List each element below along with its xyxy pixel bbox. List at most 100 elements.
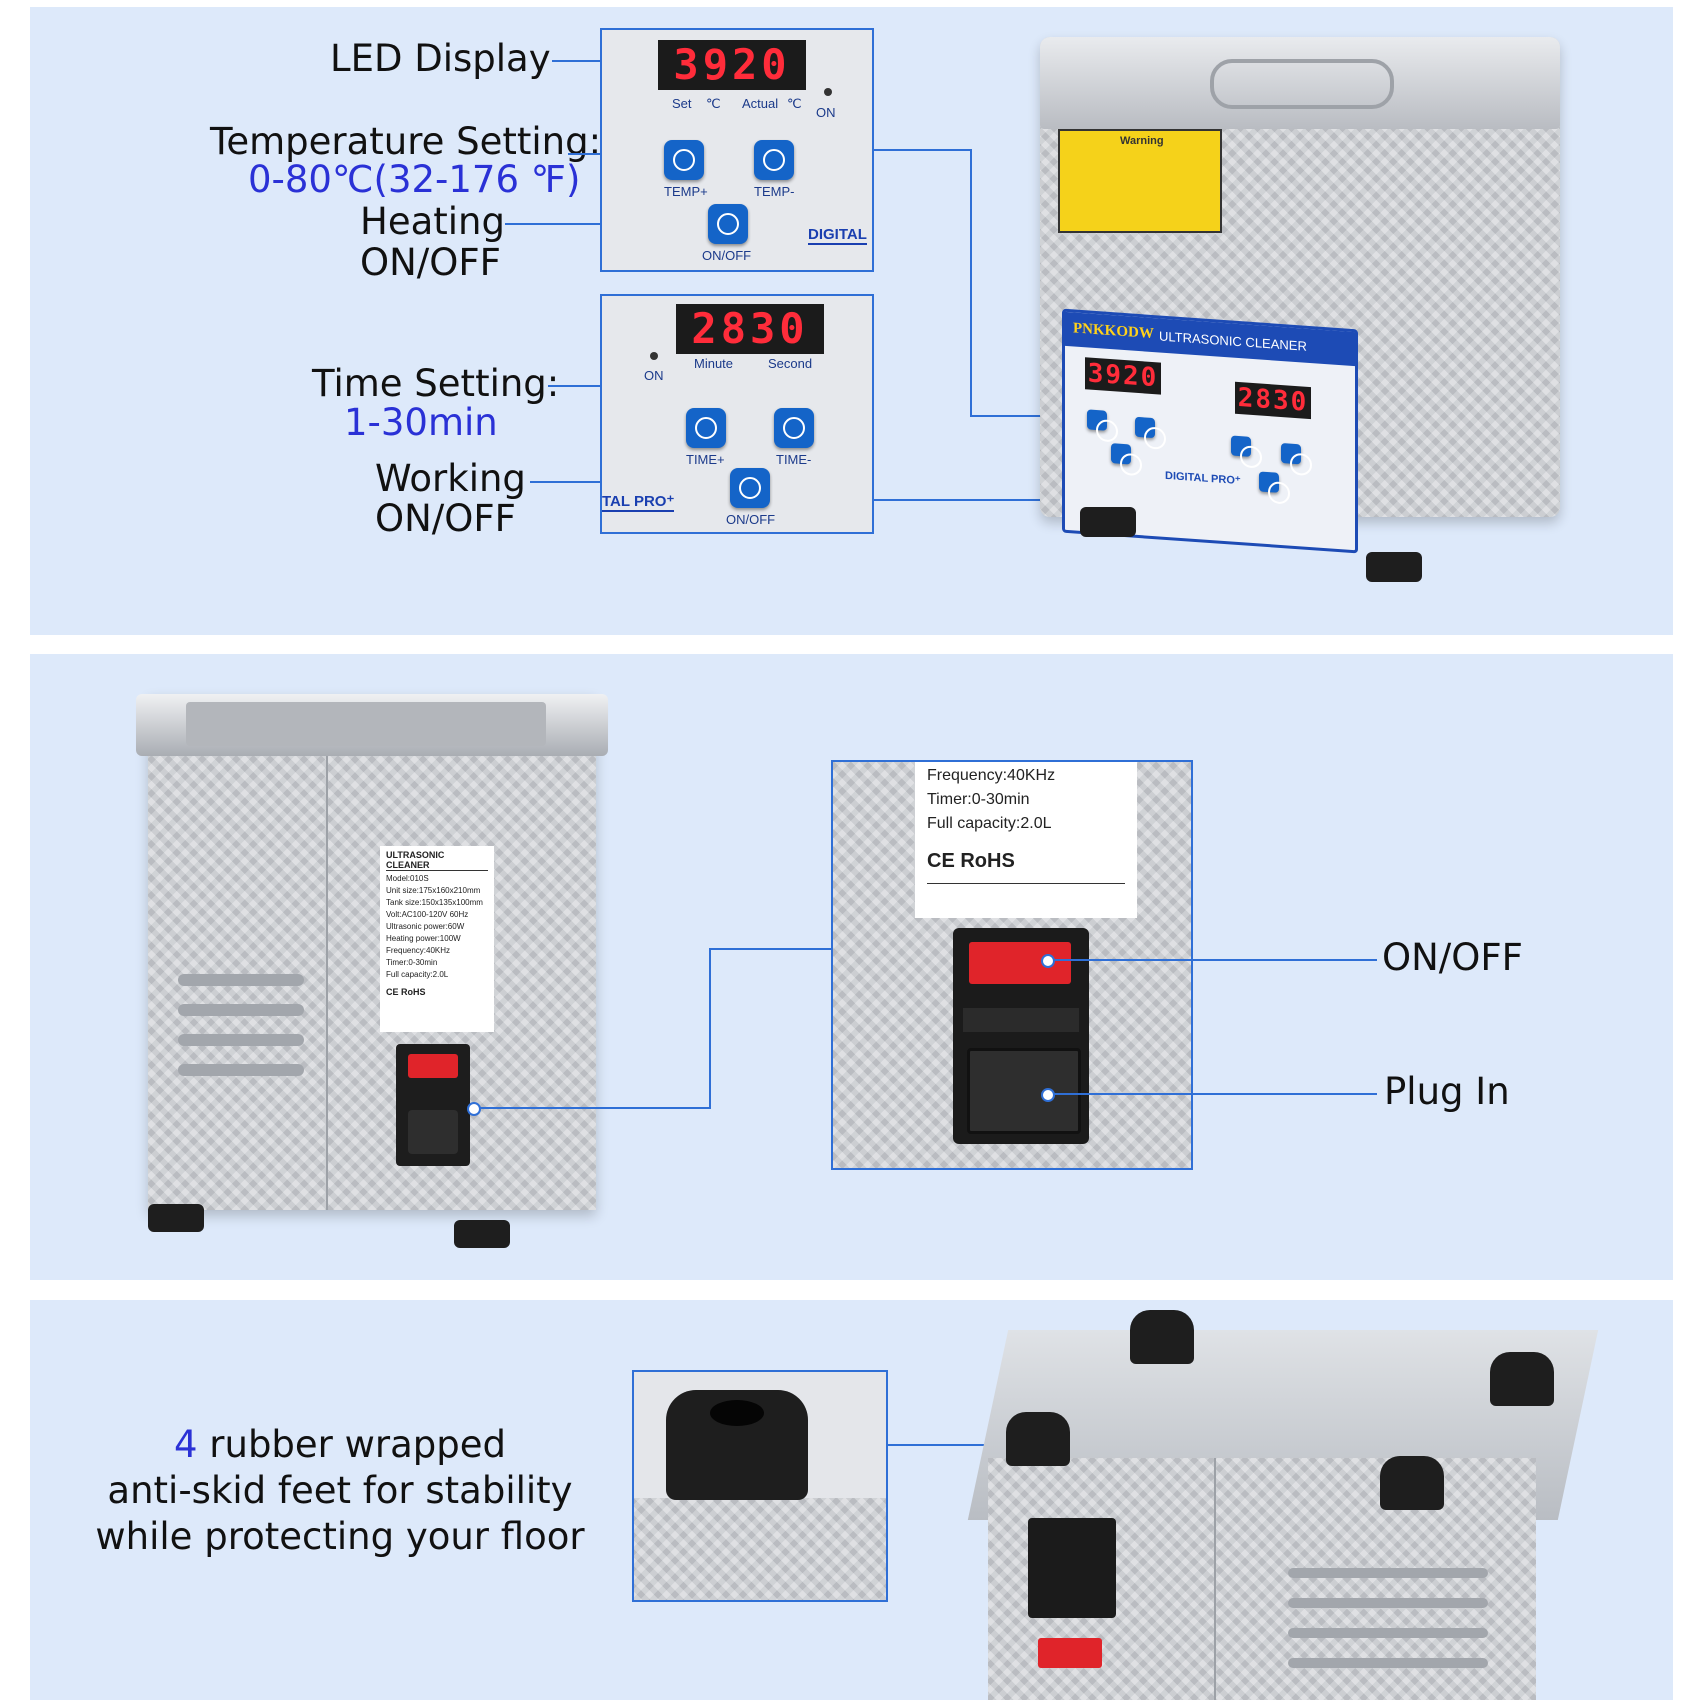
temperature-led-display: 3920 — [658, 40, 806, 90]
time-minus-label: TIME- — [776, 452, 812, 467]
vent-slot — [1288, 1658, 1488, 1668]
foot — [148, 1204, 204, 1232]
power-socket-zoom[interactable] — [967, 1048, 1081, 1134]
power-module-zoom-inset: Frequency:40KHz Timer:0-30min Full capac… — [831, 760, 1193, 1170]
front-time-plus-button[interactable] — [1231, 435, 1251, 457]
connector-line — [970, 149, 972, 417]
spec-label: ULTRASONIC CLEANER Model:010S Unit size:… — [380, 846, 494, 1032]
feet-section: 4 rubber wrapped anti-skid feet for stab… — [30, 1300, 1673, 1700]
feet-line-1-text: rubber wrapped — [197, 1423, 507, 1466]
minute-label: Minute — [694, 356, 734, 371]
power-socket[interactable] — [408, 1110, 458, 1154]
brand-name: PNKKODW — [1073, 320, 1154, 343]
vent-slot — [178, 1064, 304, 1076]
front-time-display: 2830 — [1235, 381, 1311, 420]
temperature-controls-inset: 3920 Set ℃ Actual ℃ ON TEMP+ TEMP- ON/OF… — [600, 28, 874, 272]
front-temp-minus-button[interactable] — [1135, 416, 1155, 439]
vent-slot — [1288, 1598, 1488, 1608]
actual-label: Actual — [742, 96, 779, 111]
connector-line — [872, 149, 972, 151]
temp-plus-button[interactable] — [664, 140, 704, 180]
power-module — [953, 928, 1089, 1144]
front-temp-plus-button[interactable] — [1087, 409, 1107, 431]
connector-dot — [1041, 1088, 1055, 1102]
lid-handle — [1210, 59, 1394, 109]
second-label: Second — [768, 356, 813, 371]
connector-line — [479, 1107, 711, 1109]
temperature-range: 0-80℃(32-176 ℉) — [248, 158, 581, 201]
connector-line — [886, 1444, 1010, 1446]
panel-seam — [326, 756, 328, 1210]
power-switch[interactable] — [1038, 1638, 1102, 1668]
on-indicator-label: ON — [816, 105, 836, 120]
spec-line: Frequency:40KHz — [386, 946, 451, 955]
temp-plus-label: TEMP+ — [664, 184, 708, 199]
front-heating-onoff-button[interactable] — [1111, 443, 1131, 465]
rubber-foot — [1380, 1456, 1444, 1510]
spec-line: Timer:0-30min — [927, 791, 1030, 808]
control-panel-section: LED Display Temperature Setting: 0-80℃(3… — [30, 7, 1673, 635]
on-indicator-light — [650, 352, 658, 360]
connector-line — [552, 60, 622, 62]
feet-line-1: 4 rubber wrapped — [60, 1422, 620, 1468]
connector-line — [709, 948, 711, 1109]
spec-line: Model:010S — [386, 874, 429, 883]
unit-side — [988, 1458, 1536, 1700]
time-led-display: 2830 — [676, 304, 824, 354]
side-panel — [634, 1498, 886, 1600]
temperature-setting-label: Temperature Setting: — [210, 120, 602, 163]
working-onoff-button-label: ON/OFF — [726, 512, 776, 527]
rear-panel-section: ULTRASONIC CLEANER Model:010S Unit size:… — [30, 654, 1673, 1280]
feet-line-2: anti-skid feet for stability — [107, 1469, 573, 1512]
spec-title: ULTRASONIC CLEANER — [386, 850, 488, 871]
vent-slot — [178, 974, 304, 986]
tank-opening — [186, 702, 546, 746]
temp-minus-button[interactable] — [754, 140, 794, 180]
rubber-foot — [666, 1390, 808, 1500]
power-switch[interactable] — [408, 1054, 458, 1078]
fuse-holder — [963, 1008, 1079, 1032]
time-plus-label: TIME+ — [686, 452, 725, 467]
celsius-unit: ℃ — [787, 96, 802, 111]
lid — [1040, 37, 1560, 129]
on-indicator-label: ON — [644, 368, 664, 383]
spec-line: Frequency:40KHz — [927, 767, 1056, 784]
connector-line — [548, 385, 640, 387]
feet-count: 4 — [173, 1423, 198, 1466]
rubber-foot — [1006, 1412, 1070, 1466]
compliance-marks: CE RoHS — [386, 987, 426, 997]
warning-sticker: Warning — [1058, 129, 1222, 233]
rubber-foot — [1490, 1352, 1554, 1406]
time-plus-button[interactable] — [686, 408, 726, 448]
front-temperature-display: 3920 — [1085, 357, 1161, 395]
front-time-minus-button[interactable] — [1281, 442, 1301, 465]
connector-line — [1053, 959, 1377, 961]
power-switch-zoom[interactable] — [969, 942, 1071, 984]
digital-pro-brand-fragment: TAL PRO⁺ — [602, 493, 675, 512]
ultrasonic-cleaner-unit: Warning PNKKODW ULTRASONIC CLEANER 3920 … — [1040, 37, 1560, 554]
time-minus-button[interactable] — [774, 408, 814, 448]
heating-onoff-button[interactable] — [708, 204, 748, 244]
power-module — [396, 1044, 470, 1166]
working-onoff-button[interactable] — [730, 468, 770, 508]
zoom-spec-label: Frequency:40KHz Timer:0-30min Full capac… — [915, 762, 1137, 918]
front-working-onoff-button[interactable] — [1259, 471, 1279, 493]
power-socket[interactable] — [1028, 1518, 1116, 1618]
front-digital-pro: DIGITAL PRO⁺ — [1165, 469, 1241, 488]
connector-dot — [1041, 954, 1055, 968]
heating-onoff-label: ON/OFF — [360, 241, 501, 284]
spec-line: Volt:AC100-120V 60Hz — [386, 910, 469, 919]
spec-line: Heating power:100W — [386, 934, 461, 943]
ultrasonic-cleaner-rear: ULTRASONIC CLEANER Model:010S Unit size:… — [136, 694, 608, 1210]
rubber-foot — [1130, 1310, 1194, 1364]
time-range: 1-30min — [344, 401, 498, 444]
heating-label: Heating — [360, 200, 505, 243]
set-label: Set — [672, 96, 692, 111]
time-controls-inset: 2830 ON Minute Second TIME+ TIME- ON/OFF… — [600, 294, 874, 534]
plug-in-label: Plug In — [1384, 1070, 1510, 1113]
connector-line — [505, 223, 677, 225]
connector-line — [1053, 1093, 1377, 1095]
spec-line: Tank size:150x135x100mm — [386, 898, 483, 907]
foot-hole — [710, 1400, 764, 1426]
foot — [1080, 507, 1136, 537]
